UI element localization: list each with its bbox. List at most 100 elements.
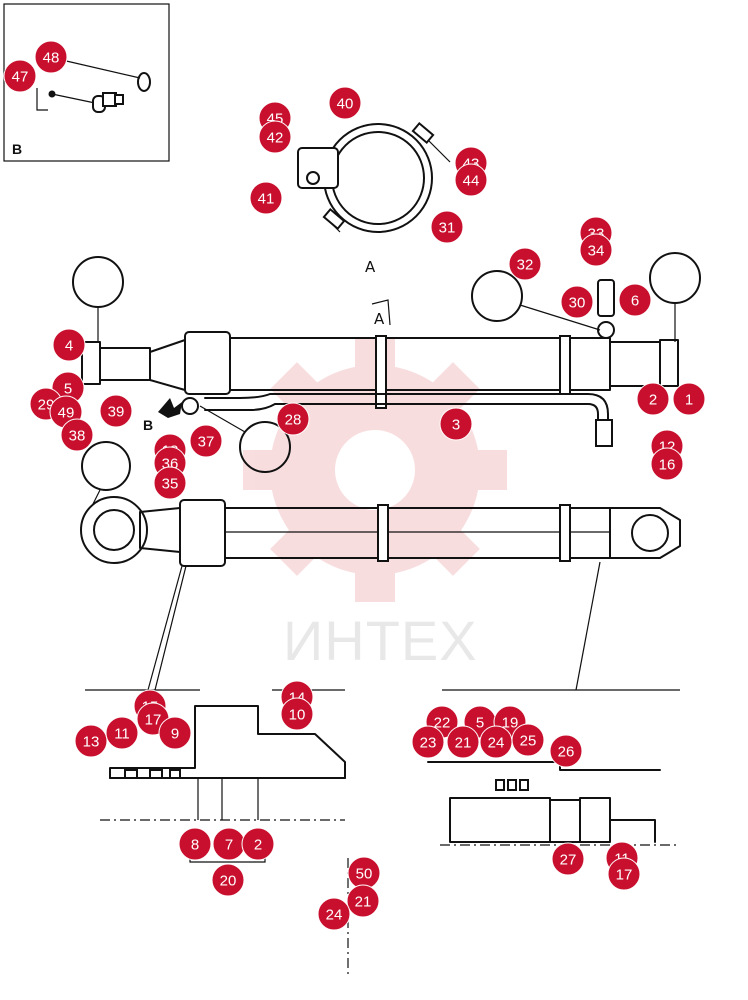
callout-number: 28	[285, 412, 302, 429]
callout-13[interactable]: 13	[74, 724, 108, 758]
callout-4[interactable]: 4	[52, 328, 86, 362]
callout-number: 10	[289, 707, 306, 724]
callout-47[interactable]: 47	[3, 59, 37, 93]
callout-number: 38	[69, 428, 86, 445]
callout-number: 16	[659, 457, 676, 474]
callout-circle	[280, 697, 314, 731]
callout-number: 8	[191, 837, 199, 854]
callout-circle	[99, 394, 133, 428]
callout-number: 2	[649, 392, 657, 409]
callout-number: 3	[452, 417, 460, 434]
callout-number: 40	[337, 96, 354, 113]
callout-circle	[607, 857, 641, 891]
callout-9[interactable]: 9	[158, 716, 192, 750]
callout-2[interactable]: 2	[636, 382, 670, 416]
callout-40[interactable]: 40	[328, 86, 362, 120]
callout-circle	[52, 328, 86, 362]
callout-24[interactable]: 24	[479, 725, 513, 759]
callout-26[interactable]: 26	[549, 734, 583, 768]
callout-circle	[249, 181, 283, 215]
callout-number: 5	[476, 715, 484, 732]
callout-42[interactable]: 42	[258, 120, 292, 154]
callout-circle	[3, 59, 37, 93]
callouts: 4847404542434441313233343064529493938371…	[3, 40, 706, 931]
callout-25[interactable]: 25	[511, 723, 545, 757]
callout-35[interactable]: 35	[153, 466, 187, 500]
callout-circle	[549, 734, 583, 768]
callout-circle	[346, 884, 380, 918]
callout-circle	[60, 418, 94, 452]
callout-number: 47	[12, 69, 29, 86]
callout-3[interactable]: 3	[439, 407, 473, 441]
callout-circle	[258, 120, 292, 154]
callout-41[interactable]: 41	[249, 181, 283, 215]
arrow-b-label: B	[143, 417, 153, 433]
callout-number: 50	[356, 866, 373, 883]
section-detail-right	[427, 689, 680, 846]
callout-number: 21	[455, 735, 472, 752]
callout-circle	[560, 285, 594, 319]
callout-6[interactable]: 6	[618, 283, 652, 317]
callout-39[interactable]: 39	[99, 394, 133, 428]
callout-22[interactable]: 22	[425, 705, 459, 739]
callout-2[interactable]: 2	[241, 827, 275, 861]
callout-circle	[454, 163, 488, 197]
callout-circle	[74, 724, 108, 758]
callout-number: 4	[65, 338, 73, 355]
callout-37[interactable]: 37	[189, 424, 223, 458]
callout-8[interactable]: 8	[178, 827, 212, 861]
callout-49[interactable]: 49	[49, 395, 83, 429]
callout-number: 23	[420, 735, 437, 752]
callout-number: 31	[439, 220, 456, 237]
callout-number: 21	[355, 894, 372, 911]
callout-1[interactable]: 1	[672, 382, 706, 416]
callout-circle	[153, 466, 187, 500]
callout-circle	[241, 827, 275, 861]
callout-50[interactable]: 50	[347, 856, 381, 890]
callout-21[interactable]: 21	[446, 725, 480, 759]
callout-circle	[508, 247, 542, 281]
callout-number: 2	[254, 837, 262, 854]
callout-24[interactable]: 24	[317, 897, 351, 931]
callout-number: 48	[43, 50, 60, 67]
callout-number: 44	[463, 173, 480, 190]
callout-20[interactable]: 20	[211, 863, 245, 897]
callout-circle	[328, 86, 362, 120]
callout-38[interactable]: 38	[60, 418, 94, 452]
callout-circle	[189, 424, 223, 458]
section-a-clamp: A	[297, 121, 451, 276]
callout-circle	[411, 725, 445, 759]
callout-32[interactable]: 32	[508, 247, 542, 281]
callout-circle	[105, 716, 139, 750]
callout-circle	[618, 283, 652, 317]
callout-circle	[672, 382, 706, 416]
callout-28[interactable]: 28	[276, 402, 310, 436]
callout-48[interactable]: 48	[34, 40, 68, 74]
callout-11[interactable]: 11	[105, 716, 139, 750]
callout-number: 34	[588, 243, 605, 260]
callout-circle	[650, 447, 684, 481]
cut-mark-a-label: A	[374, 310, 385, 328]
callout-number: 35	[162, 476, 179, 493]
callout-34[interactable]: 34	[579, 233, 613, 267]
callout-44[interactable]: 44	[454, 163, 488, 197]
callout-number: 1	[685, 392, 693, 409]
callout-circle	[430, 210, 464, 244]
callout-30[interactable]: 30	[560, 285, 594, 319]
callout-17[interactable]: 17	[607, 857, 641, 891]
callout-21[interactable]: 21	[346, 884, 380, 918]
lower-cylinder	[80, 496, 681, 691]
callout-31[interactable]: 31	[430, 210, 464, 244]
callout-23[interactable]: 23	[411, 725, 445, 759]
callout-number: 27	[560, 852, 577, 869]
callout-10[interactable]: 10	[280, 697, 314, 731]
callout-16[interactable]: 16	[650, 447, 684, 481]
callout-number: 13	[83, 734, 100, 751]
callout-7[interactable]: 7	[212, 827, 246, 861]
callout-number: 5	[64, 381, 72, 398]
callout-circle	[276, 402, 310, 436]
callout-circle	[551, 842, 585, 876]
callout-27[interactable]: 27	[551, 842, 585, 876]
